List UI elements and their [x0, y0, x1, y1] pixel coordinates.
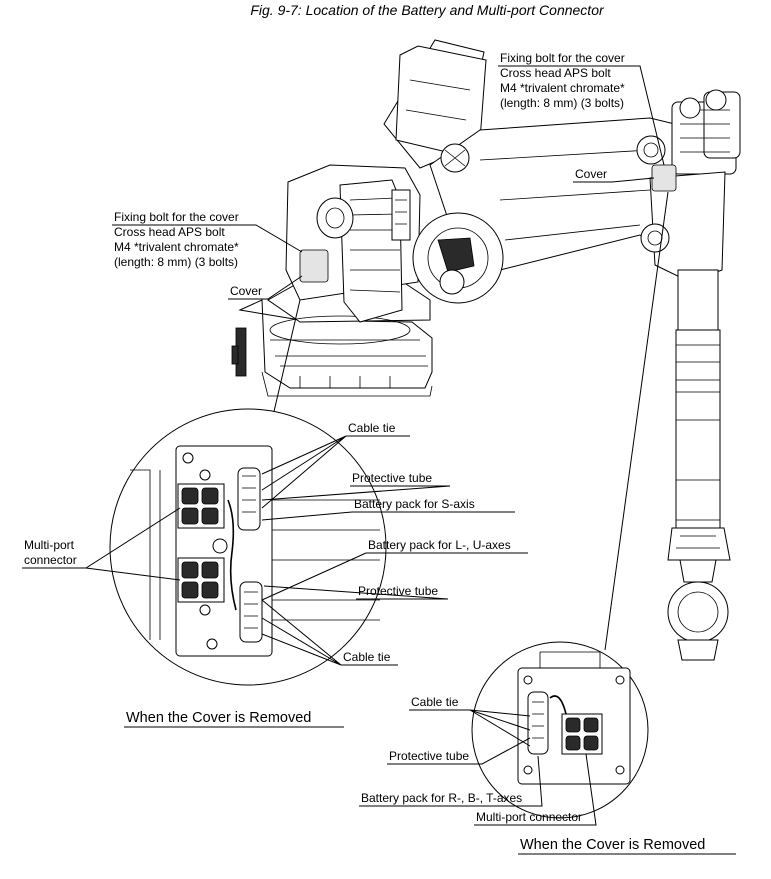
callout-fixing-bolt-right: Fixing bolt for the cover Cross head APS… [498, 51, 665, 166]
detail-right-multiport [561, 713, 603, 755]
robot-drawing [231, 39, 741, 661]
detail-right [471, 641, 649, 819]
callout-fixing-bolt-left: Fixing bolt for the cover Cross head APS… [112, 210, 303, 269]
leader-right-cover-to-detail [604, 191, 669, 651]
detail-left-multiport-upper [177, 483, 225, 529]
multiport-label-line1: Multi-port [24, 538, 75, 552]
detail-left-caption: When the Cover is Removed [126, 710, 311, 726]
detail-left-battery-lu [239, 581, 263, 643]
cable-tie-bottom-label: Cable tie [343, 650, 391, 664]
right-multiport-label: Multi-port connector [476, 810, 582, 824]
right-protective-tube-label: Protective tube [389, 749, 469, 763]
cover-left-part [299, 249, 329, 283]
detail-left [109, 408, 387, 686]
multiport-label-line2: connector [24, 553, 77, 567]
detail-right-caption: When the Cover is Removed [520, 837, 705, 853]
fixing-bolt-left-line3: M4 *trivalent chromate* [114, 240, 239, 254]
detail-right-labels: Cable tie Protective tube Battery pack f… [359, 695, 736, 855]
protective-tube-top-label: Protective tube [352, 471, 432, 485]
callout-cover-left: Cover [228, 275, 303, 300]
fixing-bolt-left-line1: Fixing bolt for the cover [114, 210, 239, 224]
robot-lower-arm [383, 39, 487, 169]
robot-forearm [640, 171, 731, 661]
fixing-bolt-left-line2: Cross head APS bolt [114, 225, 225, 239]
detail-left-multiport-lower [177, 557, 225, 603]
detail-left-battery-s [237, 467, 261, 531]
callout-cover-right: Cover [573, 167, 655, 183]
cable-tie-top-label: Cable tie [348, 421, 396, 435]
fixing-bolt-left-line4: (length: 8 mm) (3 bolts) [114, 255, 238, 269]
battery-s-label: Battery pack for S-axis [354, 497, 475, 511]
cover-right-part [651, 164, 677, 192]
fixing-bolt-right-line1: Fixing bolt for the cover [500, 51, 625, 65]
leader-left-cover-to-detail [271, 299, 301, 421]
figure-title: Fig. 9-7: Location of the Battery and Mu… [250, 2, 605, 18]
fixing-bolt-right-line2: Cross head APS bolt [500, 66, 611, 80]
detail-left-labels: Cable tie Protective tube Battery pack f… [22, 421, 528, 728]
fixing-bolt-right-line3: M4 *trivalent chromate* [500, 81, 625, 95]
fixing-bolt-right-line4: (length: 8 mm) (3 bolts) [500, 96, 624, 110]
right-cable-tie-label: Cable tie [411, 695, 459, 709]
battery-lu-label: Battery pack for L-, U-axes [368, 538, 511, 552]
cover-right-label: Cover [575, 167, 607, 181]
detail-right-battery-rbt [527, 691, 549, 755]
robot-s-axis-body [285, 164, 421, 323]
right-battery-rbt-label: Battery pack for R-, B-, T-axes [361, 791, 522, 805]
robot-wrist-motors [636, 89, 741, 175]
cover-left-label: Cover [230, 284, 262, 298]
